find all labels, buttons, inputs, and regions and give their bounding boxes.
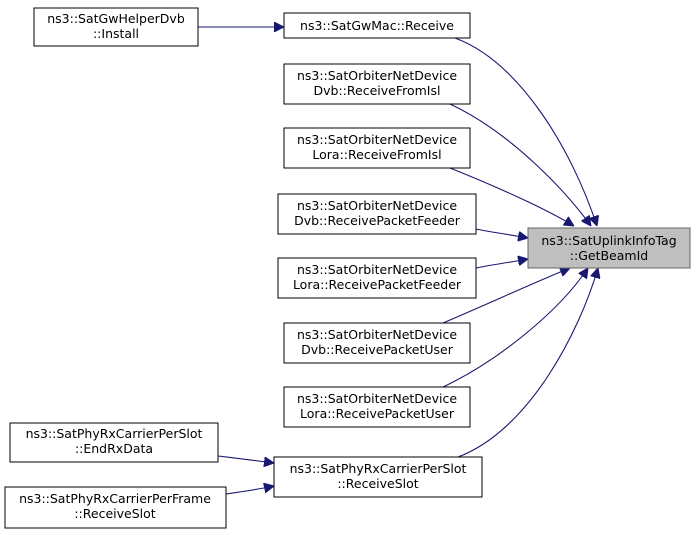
edge-dvb-receive-packet-feeder-to-target (475, 228, 528, 238)
node-dvb-receive-packet-feeder-line1: ns3::SatOrbiterNetDevice (297, 198, 457, 213)
node-slot-receive-slot-line2: ::ReceiveSlot (337, 476, 418, 491)
edge-dvb-receive-from-isl-to-target (449, 103, 591, 226)
edge-end-rx-data-to-slot-receive-slot (217, 455, 274, 463)
node-dvb-receive-packet-user[interactable]: ns3::SatOrbiterNetDevice Dvb::ReceivePac… (283, 322, 471, 364)
node-slot-end-rx-data[interactable]: ns3::SatPhyRxCarrierPerSlot ::EndRxData (9, 422, 219, 463)
edges (198, 27, 598, 495)
node-lora-receive-packet-feeder[interactable]: ns3::SatOrbiterNetDevice Lora::ReceivePa… (277, 257, 477, 299)
node-gw-mac-receive[interactable]: ns3::SatGwMac::Receive (283, 12, 471, 39)
node-lora-receive-from-isl[interactable]: ns3::SatOrbiterNetDevice Lora::ReceiveFr… (283, 127, 471, 169)
node-dvb-receive-from-isl-line2: Dvb::ReceiveFromIsl (314, 83, 441, 98)
node-frame-receive-slot-line2: ::ReceiveSlot (74, 506, 155, 521)
node-slot-end-rx-data-line1: ns3::SatPhyRxCarrierPerSlot (26, 426, 203, 441)
edge-lora-receive-from-isl-to-target (449, 167, 574, 226)
edge-dvb-receive-packet-user-to-target (442, 268, 570, 324)
edge-frame-receive-slot-to-slot-receive-slot (225, 486, 274, 495)
edge-lora-receive-packet-user-to-target (442, 268, 588, 388)
edge-lora-receive-packet-feeder-to-target (475, 259, 528, 269)
node-lora-receive-packet-feeder-line2: Lora::ReceivePacketFeeder (293, 277, 462, 292)
node-lora-receive-packet-feeder-line1: ns3::SatOrbiterNetDevice (297, 262, 457, 277)
node-dvb-receive-packet-feeder[interactable]: ns3::SatOrbiterNetDevice Dvb::ReceivePac… (277, 193, 477, 235)
node-lora-receive-packet-user[interactable]: ns3::SatOrbiterNetDevice Lora::ReceivePa… (283, 386, 471, 428)
node-frame-receive-slot-line1: ns3::SatPhyRxCarrierPerFrame (19, 491, 211, 506)
node-dvb-receive-packet-feeder-line2: Dvb::ReceivePacketFeeder (294, 213, 461, 228)
node-lora-receive-packet-user-line1: ns3::SatOrbiterNetDevice (297, 391, 457, 406)
node-gw-helper-install[interactable]: ns3::SatGwHelperDvb ::Install (33, 7, 199, 47)
node-slot-receive-slot-line1: ns3::SatPhyRxCarrierPerSlot (290, 461, 467, 476)
node-lora-receive-packet-user-line2: Lora::ReceivePacketUser (300, 406, 455, 421)
edge-slot-receive-slot-to-target (457, 268, 598, 458)
node-target-line1: ns3::SatUplinkInfoTag (541, 233, 676, 248)
node-dvb-receive-packet-user-line1: ns3::SatOrbiterNetDevice (297, 327, 457, 342)
node-target-line2: ::GetBeamId (570, 248, 648, 263)
node-gw-helper-install-line2: ::Install (93, 26, 139, 41)
node-gw-helper-install-line1: ns3::SatGwHelperDvb (47, 11, 185, 26)
node-dvb-receive-from-isl-line1: ns3::SatOrbiterNetDevice (297, 68, 457, 83)
node-lora-receive-from-isl-line1: ns3::SatOrbiterNetDevice (297, 132, 457, 147)
node-frame-receive-slot[interactable]: ns3::SatPhyRxCarrierPerFrame ::ReceiveSl… (4, 486, 227, 529)
node-slot-receive-slot[interactable]: ns3::SatPhyRxCarrierPerSlot ::ReceiveSlo… (273, 456, 483, 498)
node-gw-mac-receive-line1: ns3::SatGwMac::Receive (300, 18, 454, 33)
node-slot-end-rx-data-line2: ::EndRxData (75, 441, 153, 456)
node-dvb-receive-packet-user-line2: Dvb::ReceivePacketUser (301, 342, 454, 357)
node-target-get-beam-id[interactable]: ns3::SatUplinkInfoTag ::GetBeamId (527, 227, 691, 269)
node-lora-receive-from-isl-line2: Lora::ReceiveFromIsl (312, 147, 441, 162)
edge-gwmac-receive-to-target (454, 37, 597, 226)
node-dvb-receive-from-isl[interactable]: ns3::SatOrbiterNetDevice Dvb::ReceiveFro… (283, 63, 471, 105)
